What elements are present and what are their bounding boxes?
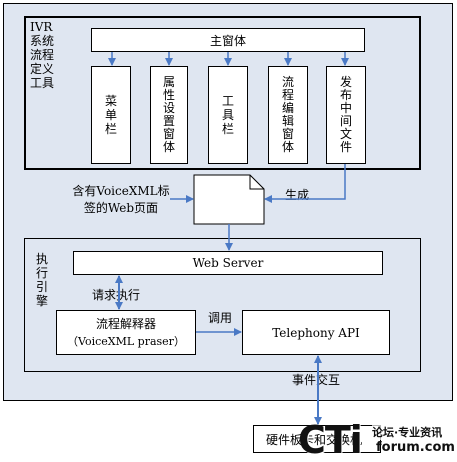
interpreter-sublabel: （VoiceXML praser） xyxy=(67,335,185,348)
module-char: 中 xyxy=(339,101,352,115)
module-toolbar: 工 具 栏 xyxy=(208,66,248,164)
module-char: 置 xyxy=(162,114,175,128)
module-char: 窗 xyxy=(162,127,175,141)
module-char: 程 xyxy=(281,88,294,102)
engine-title-char: 行 xyxy=(35,266,48,280)
module-char: 属 xyxy=(162,75,175,89)
module-char: 栏 xyxy=(104,122,117,136)
document-label-line: 签的Web页面 xyxy=(83,201,159,215)
watermark-line1: 论坛·专业资讯 xyxy=(372,424,443,440)
call-label: 调用 xyxy=(208,311,233,325)
module-char: 辑 xyxy=(281,114,294,128)
module-property-window: 属 性 设 置 窗 体 xyxy=(150,66,188,164)
document-label-line: 含有VoiceXML标 xyxy=(72,184,170,198)
arrow-generate xyxy=(264,164,346,203)
engine-title-char: 擎 xyxy=(35,294,48,308)
module-char: 工 xyxy=(221,94,234,108)
module-char: 菜 xyxy=(104,94,117,108)
module-menu-bar: 菜 单 栏 xyxy=(91,66,131,164)
title-line: 定义 xyxy=(30,62,55,76)
module-char: 编 xyxy=(281,101,294,115)
engine-panel-title: 执 行 引 擎 xyxy=(34,248,50,312)
interpreter-box: 流程解释器 （VoiceXML praser） xyxy=(56,310,196,355)
interpreter-label: 流程解释器 xyxy=(95,317,156,331)
module-char: 体 xyxy=(281,140,294,154)
hardware-box: 硬件板卡和交换机 xyxy=(253,425,381,453)
module-char: 性 xyxy=(162,88,175,102)
web-server-label: Web Server xyxy=(192,256,264,270)
module-publish-file: 发 布 中 间 文 件 xyxy=(326,66,366,164)
module-char: 件 xyxy=(339,140,352,154)
tools-panel-title: IVR 系统 流程 定义 工具 xyxy=(30,20,62,112)
module-char: 体 xyxy=(162,140,175,154)
module-char: 布 xyxy=(339,88,352,102)
watermark-logo: CTi xyxy=(298,418,363,462)
title-line: IVR xyxy=(30,20,53,34)
module-char: 栏 xyxy=(221,122,234,136)
title-line: 流程 xyxy=(30,48,55,62)
engine-title-char: 引 xyxy=(35,280,48,294)
telephony-api-label: Telephony API xyxy=(272,325,360,340)
engine-title-char: 执 xyxy=(35,252,48,266)
module-char: 发 xyxy=(339,75,352,89)
module-char: 单 xyxy=(104,108,117,122)
module-char: 间 xyxy=(339,114,352,128)
module-char: 设 xyxy=(162,101,175,115)
web-page-fold xyxy=(249,175,264,190)
module-char: 窗 xyxy=(281,127,294,141)
title-line: 工具 xyxy=(30,76,55,90)
main-window-box: 主窗体 xyxy=(91,28,365,52)
web-server-box: Web Server xyxy=(73,251,383,275)
title-line: 系统 xyxy=(30,34,55,48)
module-char: 流 xyxy=(281,75,294,89)
module-flow-editor: 流 程 编 辑 窗 体 xyxy=(268,66,308,164)
watermark-line2: forum.com xyxy=(376,440,455,455)
document-label: 含有VoiceXML标 签的Web页面 xyxy=(55,183,187,217)
module-char: 具 xyxy=(221,108,234,122)
web-page-document xyxy=(193,174,265,225)
module-char: 文 xyxy=(339,127,352,141)
main-window-label: 主窗体 xyxy=(209,33,246,48)
telephony-api-box: Telephony API xyxy=(242,310,390,355)
hardware-label: 硬件板卡和交换机 xyxy=(266,432,363,447)
